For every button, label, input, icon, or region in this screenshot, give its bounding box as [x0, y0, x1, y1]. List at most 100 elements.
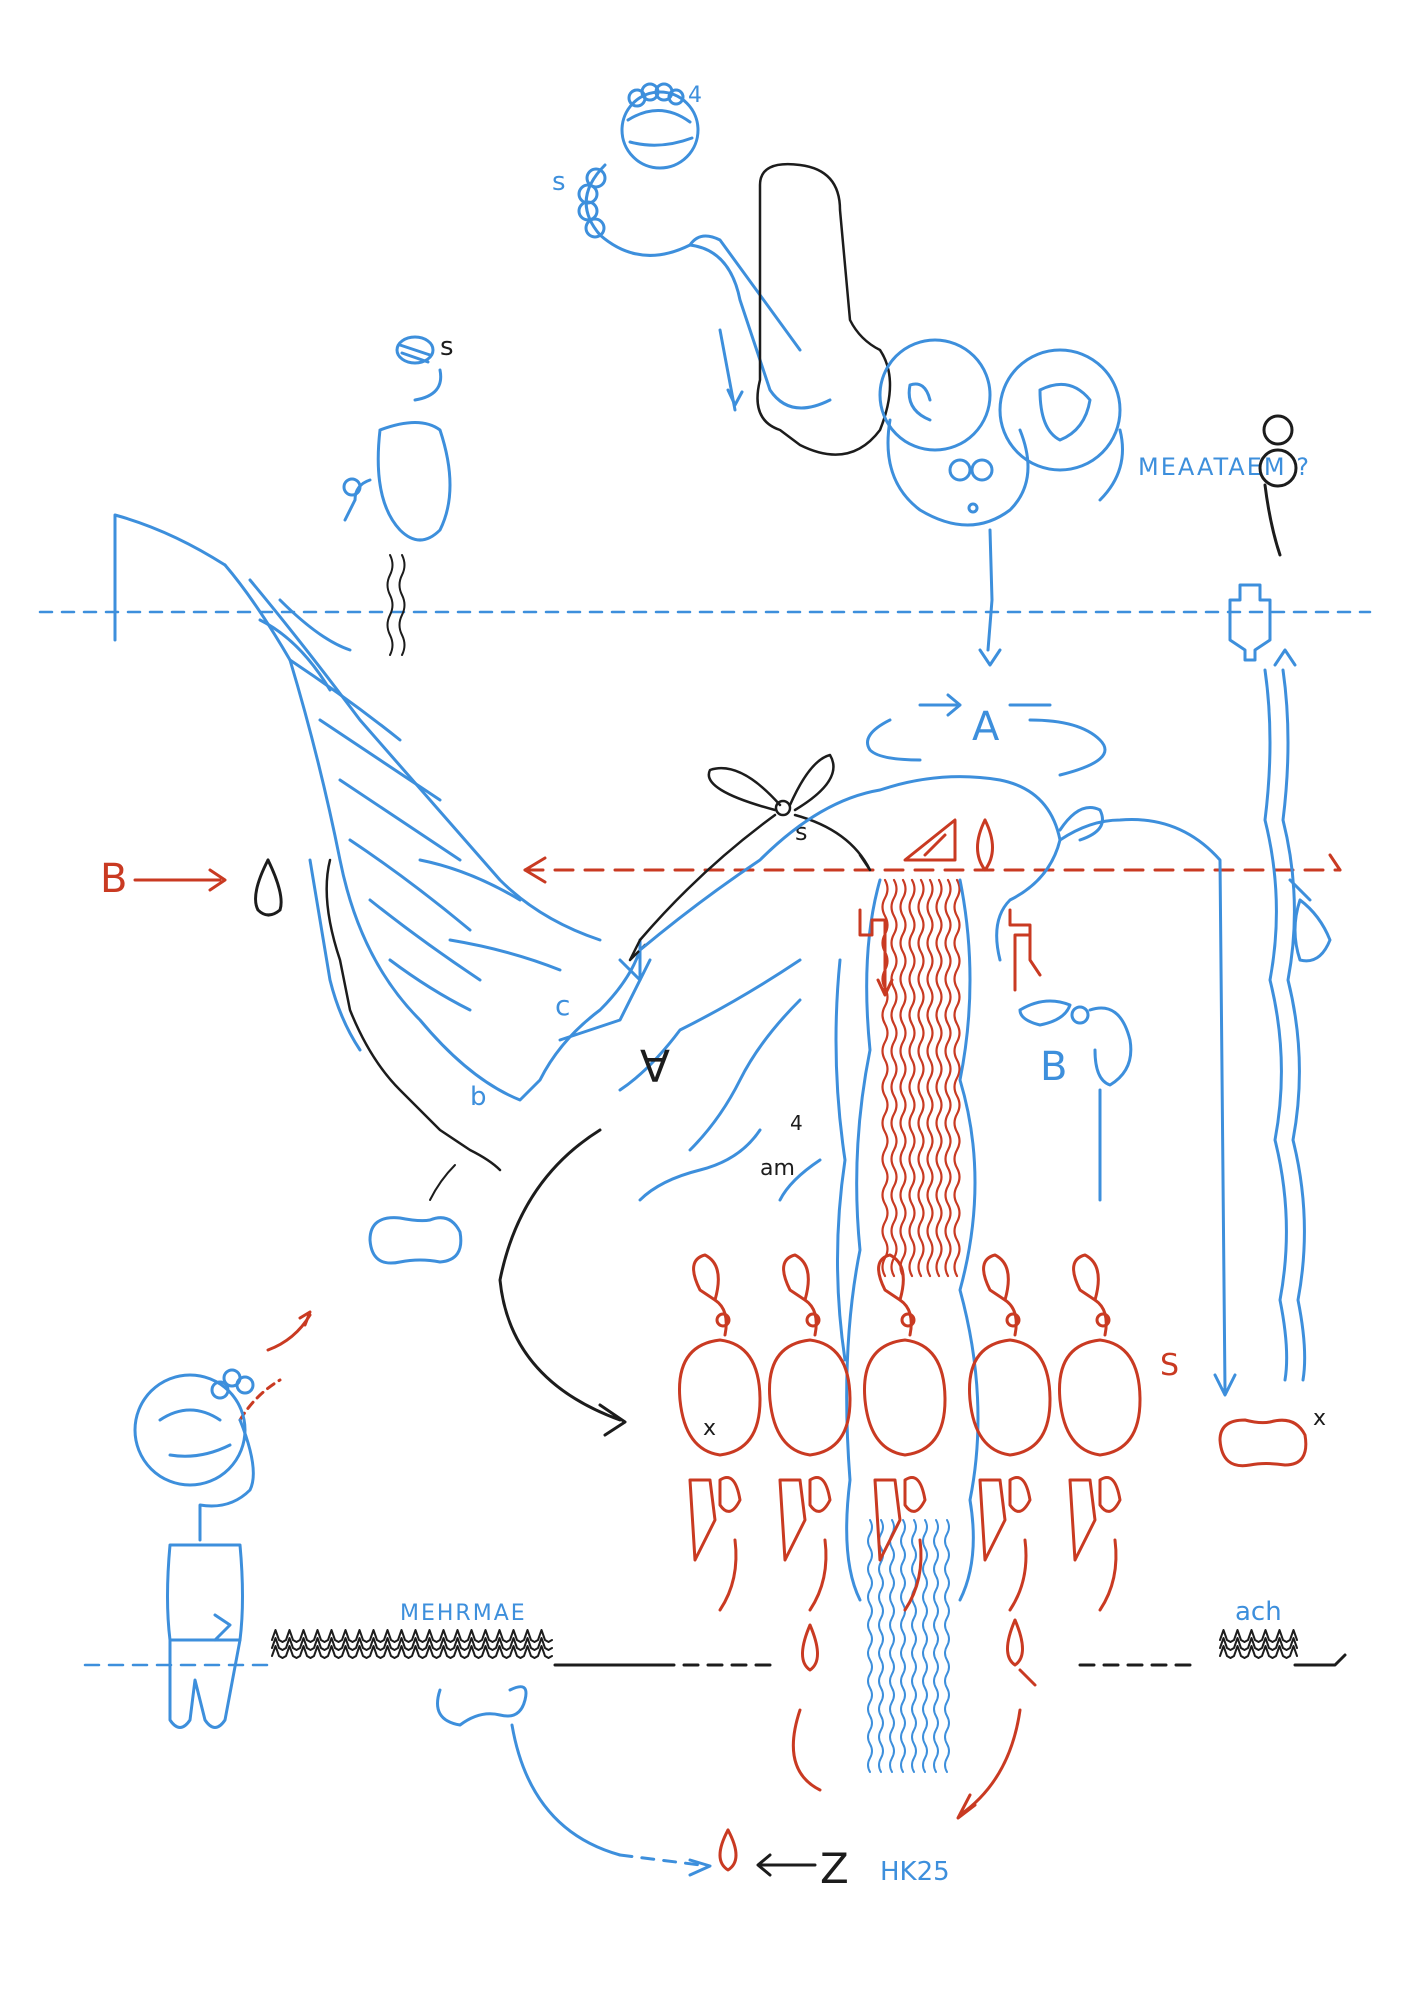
mehrmae-label: MEHRMAE [400, 1601, 527, 1626]
bell-part [1008, 1538, 1028, 1612]
z-arrow [756, 1853, 817, 1877]
red-wave-line [935, 878, 943, 1278]
bell-part [688, 1478, 717, 1562]
red-wave-line [926, 878, 934, 1278]
am-label: am [760, 1156, 795, 1181]
four-mid-label: 4 [790, 1111, 803, 1135]
b-blue-label: B [1040, 1044, 1067, 1090]
bell-part [782, 1253, 810, 1302]
ground-end [1293, 1653, 1347, 1667]
red-wave-line [881, 878, 889, 1278]
bell-part [1058, 1338, 1142, 1457]
central-drape [618, 775, 1237, 1397]
blue-drip-line [867, 1519, 873, 1773]
right-bottle-column [1228, 583, 1332, 1382]
bell-figure [863, 1253, 947, 1612]
x-mark: x [703, 1416, 716, 1441]
red-wave-line [899, 878, 907, 1278]
red-arrowhead-left [523, 856, 547, 884]
black-tube [756, 162, 892, 456]
blue-drip-line [944, 1519, 950, 1773]
blue-drip-line [878, 1519, 884, 1773]
bell-part [718, 1538, 738, 1612]
s-small-top-label: s [440, 332, 454, 362]
red-bracket-right [1008, 908, 1042, 992]
red-wave-line [917, 878, 925, 1278]
bell-part [877, 1253, 905, 1302]
a-inverted-label: A [640, 1039, 670, 1090]
z-label: Z [820, 1844, 849, 1893]
profile-head-icon [133, 1368, 255, 1729]
loop-figure-icon [1258, 414, 1298, 557]
four-top-label: 4 [688, 83, 702, 108]
red-triangle [903, 818, 957, 862]
blue-right-arm [1018, 999, 1133, 1202]
bell-figure-icon [678, 1253, 1142, 1612]
bell-part [808, 1538, 828, 1612]
red-peanut [1218, 1418, 1308, 1468]
bell-part [778, 1478, 807, 1562]
ach-label: ach [1235, 1597, 1282, 1627]
bell-part [808, 1476, 832, 1513]
bell-part [1072, 1253, 1100, 1302]
blue-drip-line [933, 1519, 939, 1773]
bell-part [863, 1338, 947, 1457]
black-swoop-arrow [498, 1128, 627, 1437]
bell-part [903, 1476, 927, 1513]
bell-neck [805, 1312, 821, 1328]
black-edge-detail [325, 858, 502, 1172]
bell-figure [1058, 1253, 1142, 1612]
meaataem-label: MEAATAEM ? [1138, 453, 1311, 481]
peanut-icon [368, 1216, 463, 1265]
blue-drip-line [922, 1519, 928, 1773]
bell-figure [768, 1253, 852, 1612]
black-wavy-descent [386, 554, 406, 656]
blue-drip-lines [867, 1519, 950, 1773]
s-red-label: S [1160, 1348, 1179, 1383]
x-mark-right: x [1313, 1406, 1326, 1431]
blue-drip-line [900, 1519, 906, 1773]
red-drop-top [976, 818, 994, 872]
b-red-arrow [133, 868, 227, 892]
bell-neck [1095, 1312, 1111, 1328]
a-blue-label: A [972, 704, 1000, 750]
red-bracket-left [858, 908, 894, 997]
black-small-hook [429, 1164, 456, 1201]
c-label: c [555, 989, 570, 1022]
bell-part [768, 1338, 852, 1457]
blue-drip-line [911, 1519, 917, 1773]
black-zigzag-right [1219, 1629, 1298, 1659]
drop-icon [254, 858, 283, 917]
bottom-blue-loop [436, 1685, 712, 1877]
bell-neck [1005, 1312, 1021, 1328]
left-mass [113, 513, 652, 1102]
red-wave-line [944, 878, 952, 1278]
bell-figure [968, 1253, 1052, 1612]
bell-part [978, 1478, 1007, 1562]
bell-part [1068, 1478, 1097, 1562]
blue-drip-line [889, 1519, 895, 1773]
skull-face [878, 338, 1124, 667]
bell-part [1098, 1476, 1122, 1513]
bell-part [692, 1253, 720, 1302]
bell-part [1098, 1538, 1118, 1612]
hk25-label: HK25 [880, 1857, 950, 1887]
bell-part [678, 1338, 762, 1457]
red-wave-line [908, 878, 916, 1278]
blue-column [834, 878, 980, 1602]
bell-part [903, 1538, 923, 1612]
black-zigzag-strip [271, 1629, 553, 1659]
a-loop [866, 693, 1107, 777]
red-end-tick [1328, 853, 1342, 872]
s-top-label: s [552, 167, 566, 197]
head-icon [577, 82, 832, 412]
b-label: b [470, 1082, 487, 1112]
bell-part [718, 1476, 742, 1513]
red-wave-line [890, 878, 898, 1278]
b-red-label: B [100, 856, 127, 902]
red-wavy-column [881, 878, 961, 1278]
bell-figure [678, 1253, 762, 1612]
bell-part [968, 1338, 1052, 1457]
